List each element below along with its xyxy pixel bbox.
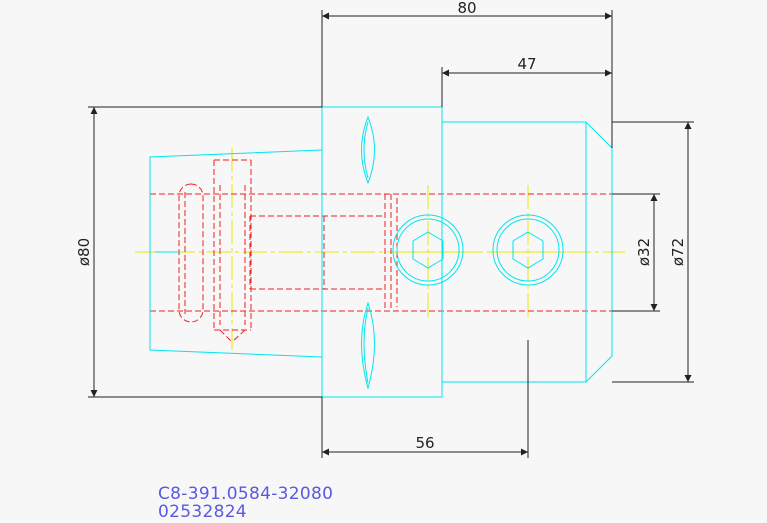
item-code: 02532824 — [158, 502, 247, 522]
dim-total-length: 80 — [457, 0, 476, 17]
dimension-lines — [88, 10, 694, 458]
dim-body-length: 47 — [517, 55, 536, 73]
part-number: C8-391.0584-32080 — [158, 484, 334, 504]
dim-flange-diameter: ø80 — [75, 238, 93, 266]
centerlines — [135, 148, 625, 350]
dim-bore-diameter: ø32 — [635, 238, 653, 266]
dim-body-diameter: ø72 — [669, 238, 687, 266]
part-outline — [149, 106, 613, 398]
dim-screw-offset: 56 — [415, 434, 434, 452]
